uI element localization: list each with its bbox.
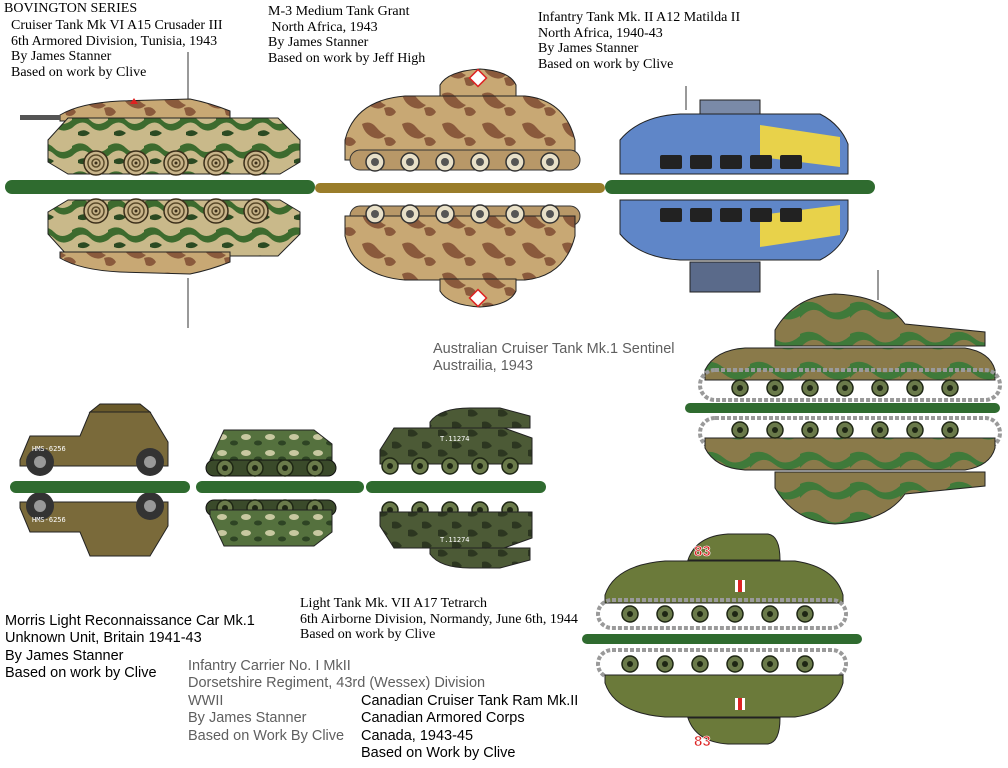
morris-plate-bottom: HMS-6256 <box>32 516 66 524</box>
sentinel-caption: Australian Cruiser Tank Mk.1 Sentinel Au… <box>433 341 675 375</box>
ram-tank-icon: 83 83 <box>582 533 862 750</box>
ram-caption: Canadian Cruiser Tank Ram Mk.II Canadian… <box>361 693 579 762</box>
crusader-caption: Cruiser Tank Mk VI A15 Crusader III 6th … <box>11 18 223 81</box>
sentinel-tank-icon <box>685 270 1002 525</box>
carrier-icon <box>205 429 337 547</box>
series-title: BOVINGTON SERIES <box>4 1 138 16</box>
tetrarch-tank-icon: T.11274 T.11274 <box>379 407 533 569</box>
tetrarch-hull-bottom: T.11274 <box>440 536 470 544</box>
armored-car-icon: HMS-6256 HMS-6256 <box>19 403 169 557</box>
ram-turret-number-top: 83 <box>694 543 711 560</box>
morris-caption: Morris Light Reconnaissance Car Mk.1 Unk… <box>5 613 255 682</box>
middle-base-platform <box>10 481 546 493</box>
tetrarch-hull-top: T.11274 <box>440 435 470 443</box>
top-base-platform <box>5 180 875 194</box>
grant-caption: M-3 Medium Tank Grant North Africa, 1943… <box>268 4 426 67</box>
crusader-tank-icon <box>20 52 301 328</box>
grant-tank-icon <box>344 68 581 308</box>
matilda-caption: Infantry Tank Mk. II A12 Matilda II Nort… <box>538 10 741 73</box>
ram-turret-number-bottom: 83 <box>694 733 711 750</box>
carrier-caption: Infantry Carrier No. I MkII Dorsetshire … <box>188 658 486 744</box>
morris-plate-top: HMS-6256 <box>32 445 66 453</box>
tetrarch-caption: Light Tank Mk. VII A17 Tetrarch 6th Airb… <box>300 596 578 643</box>
matilda-tank-icon <box>619 86 849 293</box>
